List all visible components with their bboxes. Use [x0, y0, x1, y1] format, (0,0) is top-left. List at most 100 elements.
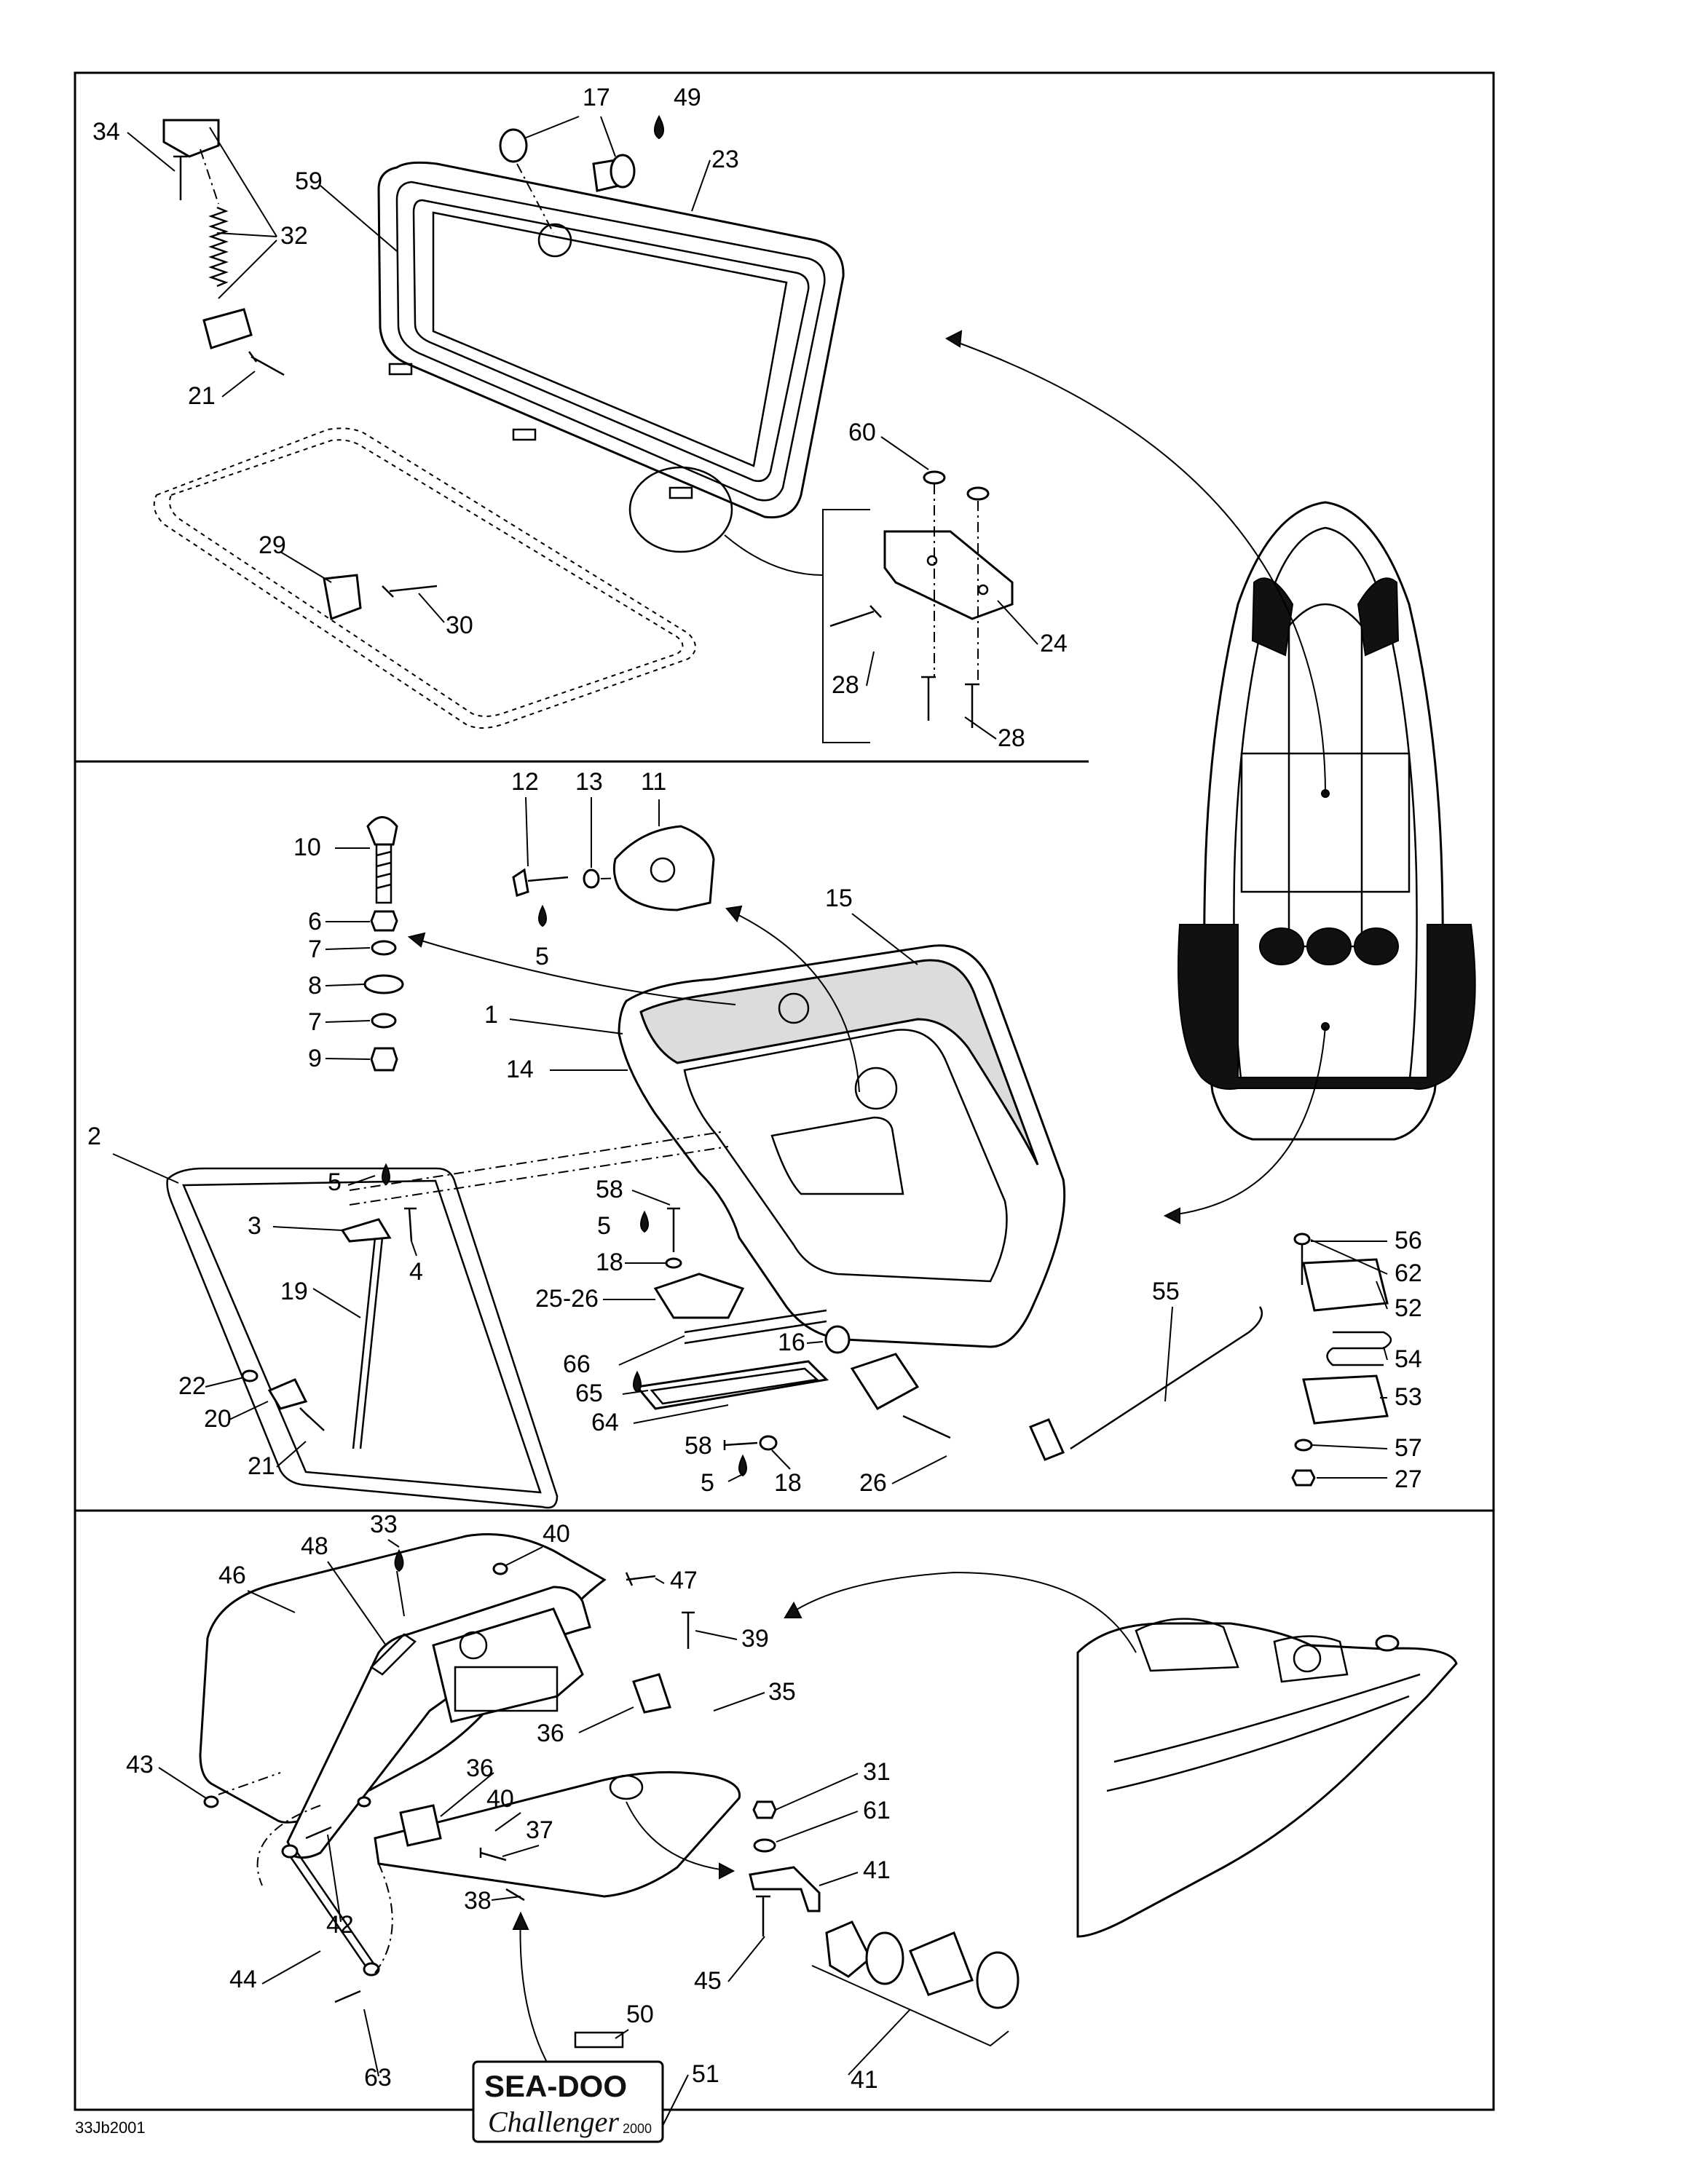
callout-50: 50 — [626, 2001, 654, 2028]
rivet-28a — [829, 605, 882, 628]
washer-43 — [203, 1795, 219, 1808]
craft-rear-seat — [1178, 924, 1476, 1090]
callout-58b: 58 — [685, 1432, 712, 1460]
arrow-to-housing — [786, 1571, 1137, 1653]
hinge-36b — [399, 1804, 442, 1847]
callout-7a: 7 — [308, 935, 322, 963]
support-rod-19 — [352, 1237, 384, 1449]
spring-bracket-top — [162, 119, 220, 158]
logo-model: Challenger — [488, 2105, 619, 2138]
lube-drop-5c — [640, 1210, 649, 1233]
decal-50 — [574, 2031, 624, 2049]
screw-4 — [404, 1207, 417, 1242]
callout-30: 30 — [446, 612, 473, 639]
callout-4: 4 — [409, 1258, 423, 1286]
callout-60: 60 — [848, 419, 876, 446]
bracket-41 — [749, 1866, 821, 1912]
rivet-28b — [921, 676, 936, 721]
callout-28a: 28 — [832, 671, 859, 699]
rivet-30 — [382, 585, 438, 598]
callout-23: 23 — [711, 146, 739, 173]
arrowhead — [512, 1911, 529, 1930]
opening-outline-dashed — [153, 427, 696, 729]
screw-37 — [479, 1848, 507, 1861]
logo-suffix: 2000 — [623, 2121, 652, 2136]
lid-inner-rim — [395, 181, 826, 502]
nut-27 — [1291, 1469, 1316, 1487]
rivet-28c — [965, 683, 979, 728]
lock-cylinder — [499, 128, 528, 163]
arrow-to-cover-lock — [727, 909, 860, 1093]
screw-39 — [682, 1611, 695, 1649]
screw-58b — [723, 1440, 758, 1450]
lock-nut — [610, 154, 636, 189]
trim-strip-48 — [370, 1633, 417, 1676]
storage-cover-lock-hole — [854, 1067, 898, 1110]
instrument-storage-assembly: SEA-DOO Challenger 2000 — [199, 1533, 1458, 2143]
front-storage-cover-assembly — [166, 816, 1392, 1509]
rivet-34 — [173, 155, 188, 200]
hinge-pad-64 — [635, 1360, 829, 1410]
lid-lock-hole — [537, 223, 572, 258]
spring-axis — [200, 149, 219, 205]
grommet-16 — [824, 1325, 851, 1354]
washer-60a — [923, 470, 946, 485]
rivet-42 — [305, 1826, 332, 1840]
strap-end — [363, 1962, 380, 1977]
callout-41b: 41 — [851, 2066, 878, 2094]
hinge-26 — [850, 1353, 920, 1410]
lock-cap — [976, 1951, 1019, 2009]
leader — [127, 116, 1038, 740]
callout-5c: 5 — [597, 1212, 611, 1240]
callout-31: 31 — [863, 1758, 891, 1786]
nut-40a — [492, 1562, 508, 1575]
callout-62: 62 — [1395, 1259, 1422, 1287]
washer-61 — [753, 1838, 776, 1853]
callout-37: 37 — [526, 1816, 553, 1844]
callout-28b: 28 — [998, 724, 1025, 752]
release-cable-55 — [1070, 1306, 1263, 1450]
callout-29: 29 — [259, 531, 286, 559]
lid-outer — [377, 161, 845, 519]
callout-48: 48 — [301, 1532, 328, 1560]
callout-61: 61 — [863, 1797, 891, 1824]
detail-bracket-box — [822, 509, 870, 743]
callout-25-26: 25-26 — [535, 1285, 599, 1313]
callout-35: 35 — [768, 1678, 796, 1706]
nut-9 — [370, 1047, 398, 1072]
craft-top-view — [944, 330, 1476, 1224]
lid-tab — [388, 363, 413, 376]
callout-43: 43 — [126, 1751, 154, 1779]
craft-side-cap — [1375, 1634, 1400, 1652]
callout-58a: 58 — [596, 1176, 623, 1203]
storage-cover-shaded — [639, 959, 1039, 1166]
screw-45 — [756, 1895, 770, 1936]
diagram-frame — [74, 71, 1495, 2111]
gasket-2-inner — [182, 1179, 542, 1494]
washer-7a — [371, 940, 397, 956]
arrowhead — [1163, 1207, 1180, 1224]
callout-21a: 21 — [188, 382, 216, 410]
arrow-to-middle-panel — [1164, 1026, 1326, 1216]
leader — [158, 1539, 911, 2126]
bolt-10-thread — [376, 850, 392, 890]
callout-5d: 5 — [701, 1469, 714, 1497]
washer-57 — [1294, 1439, 1313, 1452]
spring-32 — [208, 206, 229, 288]
arrowhead — [725, 905, 743, 923]
washer-22 — [241, 1369, 259, 1382]
hinge-rod-66 — [684, 1309, 827, 1345]
callout-2: 2 — [87, 1123, 101, 1150]
drawing-code: 33Jb2001 — [75, 2118, 146, 2137]
rivet-47 — [625, 1572, 656, 1586]
craft-seat-bolster — [1306, 927, 1352, 965]
callout-10: 10 — [293, 834, 321, 861]
washer-8 — [363, 974, 404, 994]
washer-62 — [1293, 1233, 1311, 1246]
latch-cam-11 — [612, 825, 715, 911]
callout-59: 59 — [295, 167, 323, 195]
lid-tab — [512, 428, 537, 441]
callout-13: 13 — [575, 768, 603, 796]
callout-51: 51 — [692, 2060, 719, 2088]
